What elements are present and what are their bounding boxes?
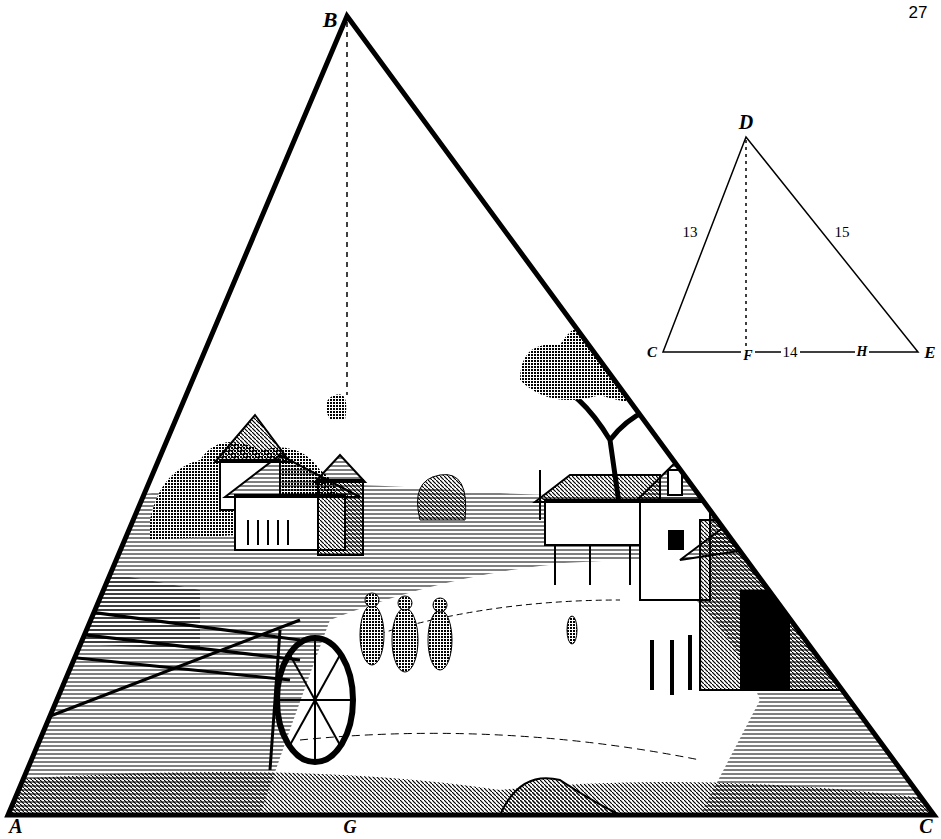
- foot-letter: F: [741, 348, 754, 364]
- small-triangle: [663, 137, 918, 352]
- vertex-letter: E: [922, 343, 937, 362]
- point-letter: H: [855, 344, 870, 360]
- side-length: 13: [681, 224, 700, 241]
- landscape: [0, 323, 941, 839]
- altitude-line: [346, 22, 348, 395]
- vertex-letter: B: [321, 8, 340, 32]
- vertex-letter: C: [645, 344, 659, 361]
- page-number: 27: [907, 3, 930, 22]
- vertex-letter: C: [917, 815, 934, 837]
- vertex-letter: D: [737, 111, 755, 133]
- side-length: 15: [833, 224, 852, 241]
- side-length: 14: [781, 344, 800, 361]
- vertex-letter: A: [7, 815, 24, 837]
- triangle-outline: [8, 16, 934, 815]
- foot-letter: G: [342, 817, 359, 837]
